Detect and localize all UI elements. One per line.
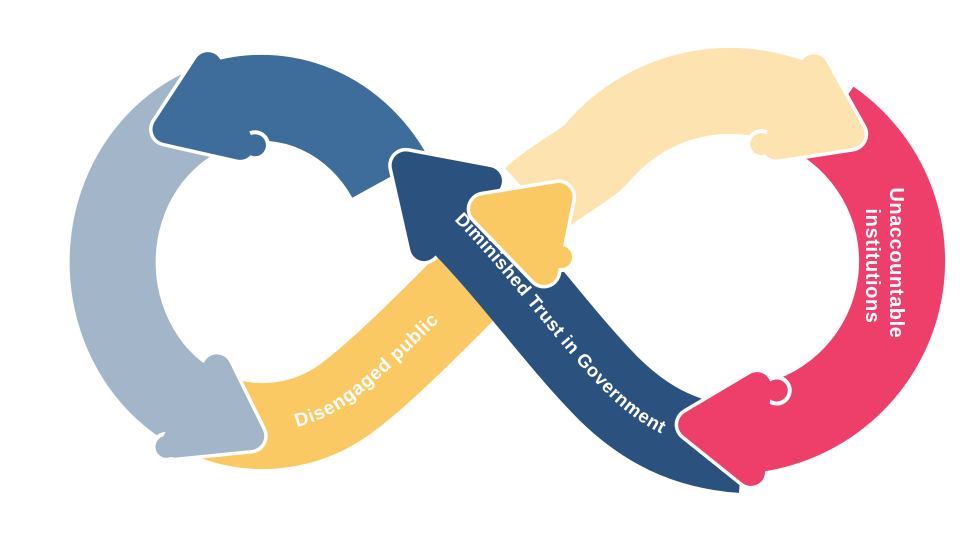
gray-arrowhead	[161, 354, 265, 458]
pink-band	[749, 86, 946, 472]
blue-band-group	[149, 48, 428, 199]
navy-arrowhead	[391, 151, 502, 262]
yellow-arrowhead-group	[466, 179, 577, 289]
yellow-arrowhead	[470, 182, 573, 285]
gray-band-group	[69, 62, 268, 462]
pink-arrowhead	[678, 372, 771, 486]
cream-arrowhead	[762, 54, 865, 160]
pink-band-label-line2: institutions	[861, 209, 883, 324]
pink-band-label-line1: Unaccountable	[885, 187, 907, 338]
blue-band	[217, 54, 428, 199]
pink-band-group: Unaccountable institutions	[674, 86, 946, 490]
cream-band-group	[504, 47, 869, 233]
pink-band-label: Unaccountable institutions	[861, 187, 907, 344]
cream-band	[504, 47, 834, 233]
blue-arrowhead	[152, 52, 255, 160]
